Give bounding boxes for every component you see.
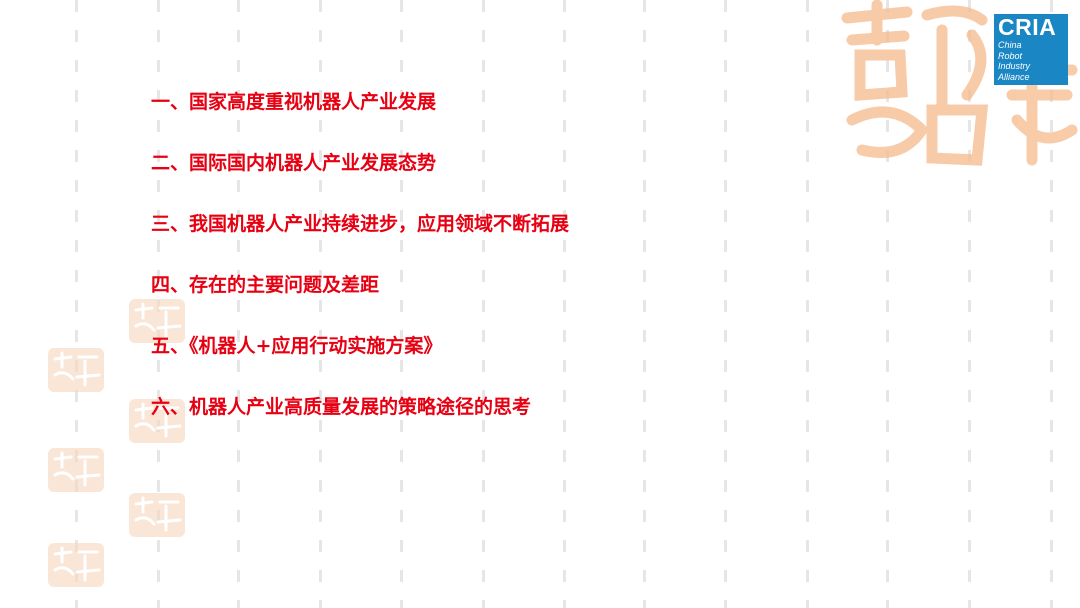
seal-stamp-small-6 <box>48 543 104 587</box>
logo-line-china: China <box>998 40 1022 50</box>
seal-stamp-small-5 <box>129 493 185 537</box>
seal-stamp-small-2 <box>48 348 104 392</box>
agenda-item-1: 一、国家高度重视机器人产业发展 <box>151 91 437 113</box>
agenda-item-2: 二、国际国内机器人产业发展态势 <box>151 152 437 174</box>
cria-logo: CRIA China Robot Industry Alliance <box>994 14 1068 85</box>
logo-full-name: China Robot Industry Alliance <box>998 40 1030 82</box>
logo-abbreviation: CRIA <box>998 14 1057 40</box>
logo-line-industry: Industry <box>998 61 1031 71</box>
agenda-item-4: 四、存在的主要问题及差距 <box>151 274 380 296</box>
agenda-item-6: 六、机器人产业高质量发展的策略途径的思考 <box>151 396 532 418</box>
logo-line-robot: Robot <box>998 50 1023 61</box>
agenda-item-3: 三、我国机器人产业持续进步，应用领域不断拓展 <box>151 213 570 235</box>
agenda-item-5: 五、《机器人+应用行动实施方案》 <box>151 335 443 357</box>
agenda-list: 一、国家高度重视机器人产业发展 二、国际国内机器人产业发展态势 三、我国机器人产… <box>151 92 569 458</box>
logo-line-alliance: Alliance <box>998 71 1030 82</box>
seal-stamp-small-4 <box>48 448 104 492</box>
